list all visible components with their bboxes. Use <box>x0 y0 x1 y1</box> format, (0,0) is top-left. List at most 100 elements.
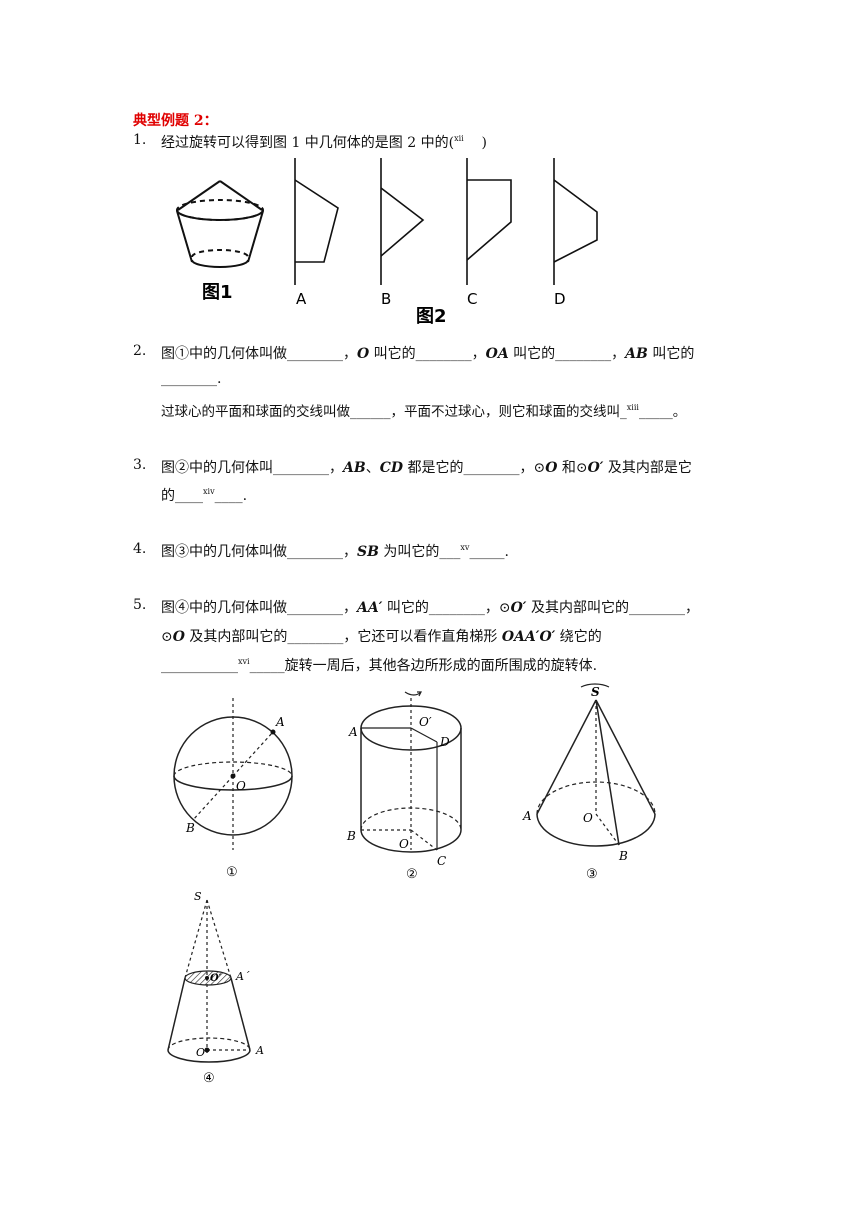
q4-part: 为叫它的___ <box>378 544 461 560</box>
q4-ref: xv <box>460 543 470 552</box>
frustum-label-o1: O′ <box>210 973 222 984</box>
cylinder-label-d: D <box>439 735 450 749</box>
cone-label-a: A <box>522 809 532 823</box>
frustum-figure: S O′ A´ O A ④ <box>167 890 264 1086</box>
sphere-caption: ① <box>226 865 238 880</box>
q5-line2: ⊙O 及其内部叫它的________，它还可以看作直角梯形 OAA′O′ 绕它的 <box>161 626 602 646</box>
bottom-radius-c <box>410 829 438 851</box>
frustum-label-s: S <box>194 890 202 903</box>
option-d-shape <box>553 158 598 285</box>
q3-part: 及其内部是它 <box>603 460 692 476</box>
q3-ab: AB <box>343 460 366 476</box>
option-c-label: C <box>467 290 477 308</box>
q5-part: 及其内部叫它的________， <box>526 600 699 616</box>
cylinder-label-o: O <box>399 837 409 851</box>
q3-part: 的____ <box>161 488 203 504</box>
q2-ref: xiii <box>626 403 639 412</box>
q3-o1: O′ <box>587 460 604 476</box>
q2-oa: OA <box>485 346 509 362</box>
q2-line3: 过球心的平面和球面的交线叫做______，平面不过球心，则它和球面的交线叫_xi… <box>161 400 686 420</box>
q2-part: 过球心的平面和球面的交线叫做______，平面不过球心，则它和球面的交线叫_ <box>161 404 627 420</box>
fig2-caption: 图2 <box>416 306 447 327</box>
q5-part: 绕它的 <box>555 629 602 645</box>
cylinder-label-a: A <box>348 725 358 739</box>
cone-left-side <box>536 699 597 815</box>
q2-part: 图①中的几何体叫做________， <box>161 346 357 362</box>
q2-line2: ________. <box>161 371 222 387</box>
q3-line2: 的____xiv____. <box>161 485 247 505</box>
q1-close: ) <box>481 135 487 151</box>
q2-ab: AB <box>625 346 648 362</box>
equator-back <box>173 761 293 777</box>
cone-extension-left <box>184 899 208 979</box>
q3-o: O <box>545 460 558 476</box>
q1-figures: 图1 A B C D 图2 <box>176 158 598 327</box>
frustum-label-o: O <box>196 1046 205 1059</box>
q4-part: _____. <box>469 544 509 560</box>
lower-base-front <box>167 1049 251 1063</box>
q2-part: 叫它的________， <box>369 346 486 362</box>
option-a-label: A <box>296 290 307 308</box>
diameter-part <box>192 775 234 821</box>
upper-center-dot <box>205 976 209 980</box>
q3-ref: xiv <box>203 487 215 496</box>
cone-label-o: O <box>583 811 593 825</box>
q5-trapezoid: OAA′O′ <box>501 629 556 645</box>
q2-o: O <box>357 346 370 362</box>
q5-part: ⊙ <box>161 629 173 645</box>
cone-label-b: B <box>618 849 628 863</box>
q4-sb: SB <box>357 544 379 560</box>
q4-line: 图③中的几何体叫做________，SB 为叫它的___xv_____. <box>161 541 509 561</box>
q5-o: O <box>172 629 185 645</box>
sphere-label-a: A <box>275 715 285 729</box>
rotation-arrow-head <box>417 691 422 697</box>
fig1-solid <box>176 180 264 268</box>
rotation-arrow <box>580 683 610 688</box>
q5-part: ___________ <box>161 658 238 674</box>
equator-front <box>173 775 293 791</box>
option-c-shape <box>466 158 512 285</box>
q5-line3: ___________xvi_____旋转一周后，其他各边所形成的面所围成的旋转… <box>161 655 597 675</box>
generatrix-sb <box>595 699 620 846</box>
fig1-caption: 图1 <box>202 282 233 303</box>
cone-base-front <box>536 813 656 847</box>
q3-part: 、 <box>365 460 380 476</box>
q5-line1: 图④中的几何体叫做________，AA′ 叫它的________，⊙O′ 及其… <box>161 597 699 617</box>
q5-o1: O′ <box>510 600 527 616</box>
cylinder-label-o1: O′ <box>419 715 432 729</box>
option-b-shape <box>380 158 425 285</box>
bottom-base-back <box>360 807 462 831</box>
bottom-base-front <box>360 829 462 853</box>
lower-center-dot <box>204 1047 210 1053</box>
sphere-label-b: B <box>185 821 195 835</box>
q3-part: ____. <box>214 488 248 504</box>
cone-caption: ③ <box>586 867 598 882</box>
q5-aa1: AA′ <box>357 600 383 616</box>
cone-label-s: S <box>591 685 600 699</box>
radius-oa <box>232 731 274 777</box>
cone-base-back <box>536 781 656 815</box>
q5-part: 叫它的________，⊙ <box>382 600 511 616</box>
q5-part: _____旋转一周后，其他各边所形成的面所围成的旋转体. <box>249 658 598 674</box>
q5-number: 5. <box>133 597 147 613</box>
frustum-left-side <box>167 977 186 1051</box>
sphere-figure: A O B ① <box>173 698 293 880</box>
cone-extension-right <box>206 899 232 979</box>
cylinder-label-b: B <box>346 829 356 843</box>
lower-base-back <box>167 1037 251 1051</box>
point-a-dot <box>270 729 276 735</box>
q4-number: 4. <box>133 541 147 557</box>
q2-part: _____。 <box>638 404 687 420</box>
q1-stem: 经过旋转可以得到图 1 中几何体的是图 2 中的( <box>161 135 455 151</box>
frustum-label-a: A <box>255 1044 264 1057</box>
cone-right-side <box>595 699 656 815</box>
q1-ref: xii <box>454 134 464 143</box>
q3-cd: CD <box>379 460 403 476</box>
q1-text: 经过旋转可以得到图 1 中几何体的是图 2 中的(xii ) <box>161 132 487 152</box>
q3-part: 图②中的几何体叫________， <box>161 460 343 476</box>
q1-number: 1. <box>133 132 147 148</box>
option-a-shape <box>294 158 339 285</box>
cylinder-figure: O′ A D B O C ② <box>346 691 462 882</box>
q2-part: 叫它的 <box>647 346 695 362</box>
option-b-label: B <box>381 290 391 308</box>
